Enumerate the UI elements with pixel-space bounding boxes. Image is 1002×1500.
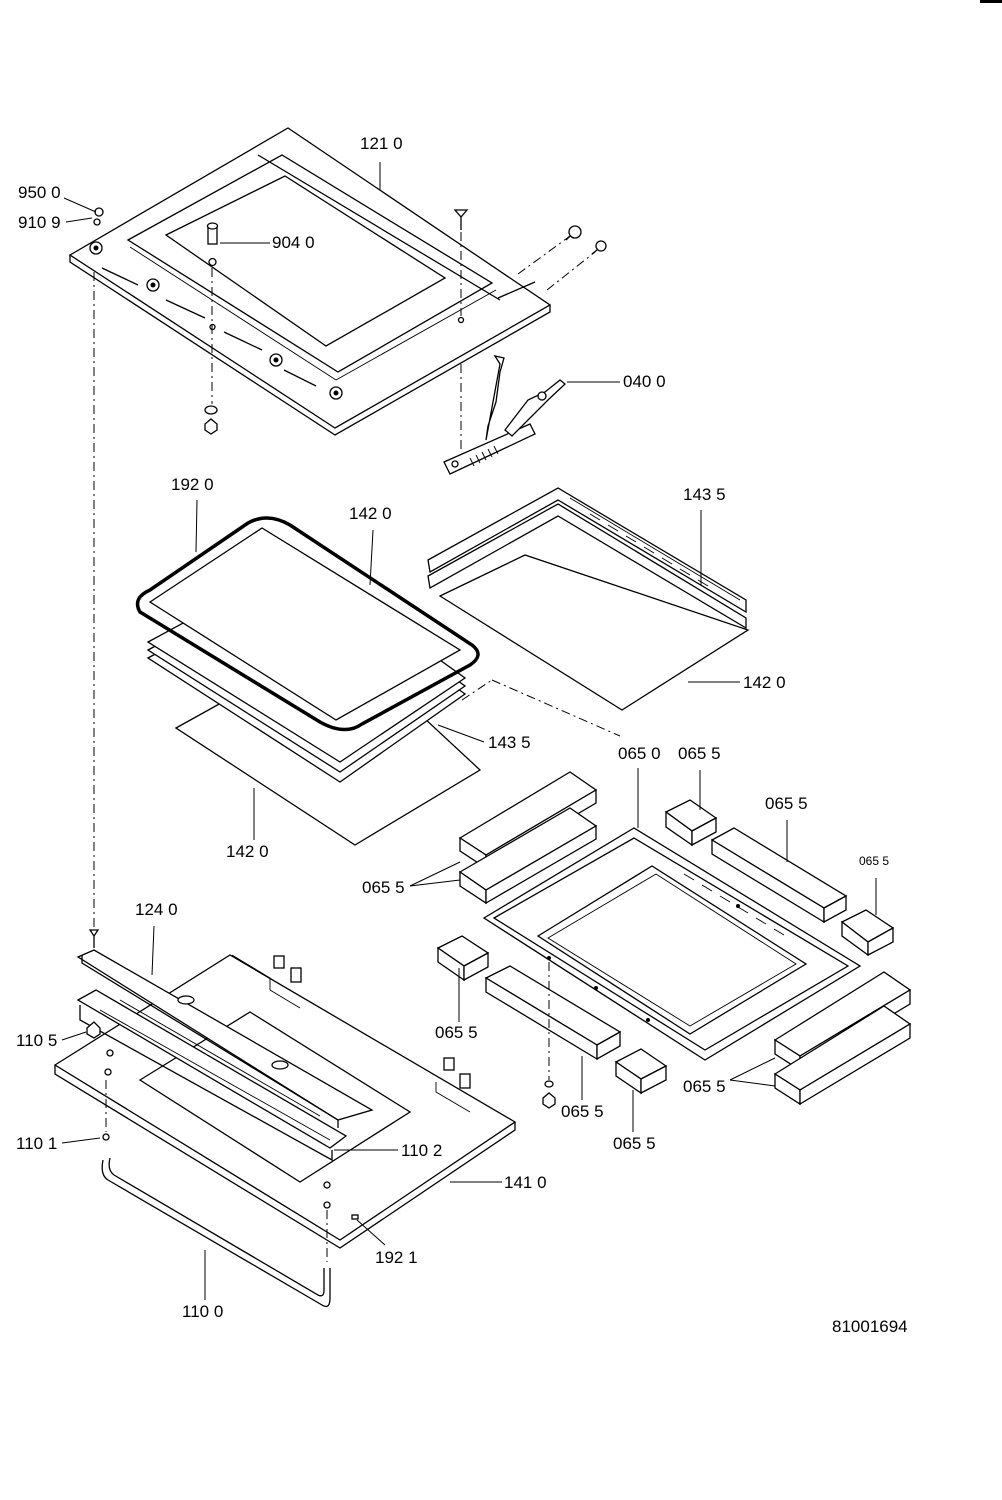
leader-lines <box>61 162 877 1300</box>
label-0655-f: 065 5 <box>561 1102 604 1121</box>
label-9500: 950 0 <box>18 183 61 202</box>
nut-washer-icon <box>204 405 218 435</box>
label-0650: 065 0 <box>618 744 661 763</box>
screw-icon-9500 <box>94 207 104 217</box>
label-0400: 040 0 <box>623 372 666 391</box>
glass-frame-right <box>427 487 750 711</box>
door-seal <box>135 516 480 732</box>
label-0655-b: 065 5 <box>765 794 808 813</box>
door-rail <box>76 949 374 1162</box>
part-labels: 121 0 950 0 910 9 904 0 040 0 192 0 142 … <box>16 134 908 1336</box>
door-hinge <box>443 355 566 475</box>
insulation-blocks <box>436 771 912 1106</box>
label-1101: 110 1 <box>16 1134 57 1153</box>
insulation-block-right-long <box>710 827 848 924</box>
insulation-frame <box>482 827 862 1061</box>
insulation-block-small-right <box>840 909 895 957</box>
insulation-block-small-bottom <box>614 1048 668 1095</box>
insulation-block-small-left <box>436 935 490 982</box>
label-1210: 121 0 <box>360 134 403 153</box>
label-1240: 124 0 <box>135 900 178 919</box>
handle-bar <box>101 1157 331 1308</box>
pin-icon-9040 <box>206 222 219 331</box>
label-1420-b: 142 0 <box>743 673 786 692</box>
label-1105: 110 5 <box>16 1031 57 1050</box>
label-0655-g: 065 5 <box>613 1134 656 1153</box>
insulation-block-left-lower <box>458 807 598 905</box>
label-0655-a: 065 5 <box>678 744 721 763</box>
label-1920: 192 0 <box>171 475 214 494</box>
label-9040: 904 0 <box>272 233 315 252</box>
screw-icon-rail-top <box>88 929 100 948</box>
label-1420-c: 142 0 <box>226 842 269 861</box>
panel-screw-holes <box>89 241 343 400</box>
inner-glass-stack <box>135 516 482 846</box>
screw-icon-1105 <box>86 1021 101 1039</box>
washer-icon-9109 <box>93 218 101 226</box>
label-0655-h: 065 5 <box>683 1077 726 1096</box>
document-number: 81001694 <box>832 1317 908 1336</box>
frame-vents <box>589 513 709 587</box>
corner-mark <box>980 0 1002 3</box>
insulation-frame-vents <box>683 873 785 936</box>
label-1420-a: 142 0 <box>349 504 392 523</box>
door-outer-panel <box>68 127 552 436</box>
label-1435-a: 143 5 <box>683 485 726 504</box>
insulation-block-bottom-long <box>484 965 622 1061</box>
label-1100: 110 0 <box>182 1302 223 1321</box>
label-1102: 110 2 <box>401 1141 442 1160</box>
label-9109: 910 9 <box>18 213 61 232</box>
insulation-block-small-top <box>664 799 718 847</box>
hinge-screws-icon <box>565 225 607 255</box>
nut-icon-frame <box>542 1080 556 1109</box>
label-1435-b: 143 5 <box>488 733 531 752</box>
label-0655-c: 065 5 <box>859 854 889 868</box>
label-1410: 141 0 <box>504 1173 547 1192</box>
label-0655-d: 065 5 <box>362 878 405 897</box>
label-1921: 192 1 <box>375 1248 418 1267</box>
insulation-block-right-lower <box>773 1005 912 1106</box>
panel-slots <box>101 267 536 387</box>
screw-icon-top-right <box>453 209 469 324</box>
door-inner-panel <box>53 954 517 1249</box>
label-0655-e: 065 5 <box>435 1023 478 1042</box>
